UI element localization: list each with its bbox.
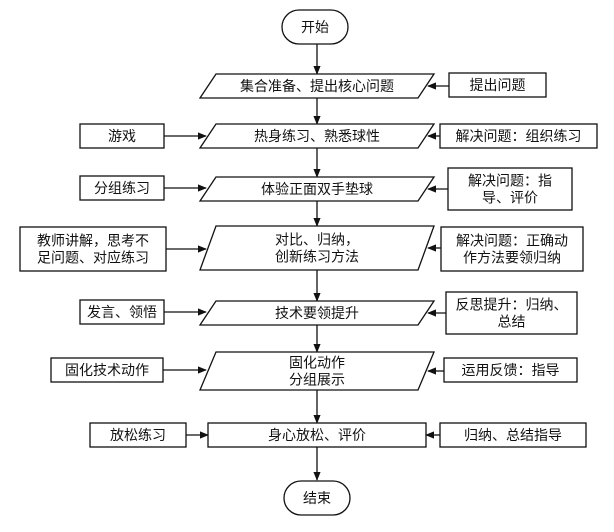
right-input-5-label-line-1: 反思提升：归纳、 [456, 297, 568, 314]
right-input-1 [448, 72, 547, 98]
right-input-4-label-line-2: 作方法要领归纳 [463, 250, 561, 267]
right-input-4 [440, 226, 584, 272]
process-step-6 [199, 351, 435, 391]
right-input-4-label-line-1: 解决问题：正确动 [456, 234, 568, 250]
process-step-4-label-line-2: 创新练习方法 [275, 250, 359, 266]
left-input-6-label: 固化技术动作 [65, 363, 149, 379]
end-label: 结束 [303, 491, 331, 507]
end-terminal [283, 480, 351, 516]
process-step-4-label-line-1: 对比、归纳， [275, 232, 359, 249]
right-input-5 [445, 291, 578, 335]
process-step-1 [198, 73, 436, 99]
right-input-3 [447, 167, 573, 211]
process-step-4 [199, 225, 435, 271]
process-step-2-label: 热身练习、熟悉球性 [254, 129, 380, 145]
start-terminal [281, 9, 349, 45]
right-input-2-label: 解决问题：组织练习 [456, 129, 582, 145]
process-step-6-label-line-1: 固化动作 [289, 356, 345, 372]
left-input-3 [79, 175, 165, 201]
right-input-1-label: 提出问题 [470, 78, 526, 94]
right-input-7-label: 归纳、总结指导 [464, 427, 562, 444]
left-input-7-label: 放松练习 [110, 428, 166, 444]
right-input-5-label-line-2: 总结 [498, 315, 526, 331]
right-input-3-label-line-1: 解决问题：指 [468, 174, 552, 190]
right-input-3-label-line-2: 导、评价 [482, 191, 538, 207]
process-step-6-label-line-2: 分组展示 [289, 373, 345, 389]
process-step-7-label: 身心放松、评价 [268, 428, 366, 444]
process-step-1-label: 集合准备、提出核心问题 [240, 78, 394, 95]
left-input-4-label-line-2: 足问题、对应练习 [37, 250, 149, 267]
start-label: 开始 [301, 20, 329, 36]
process-step-2 [198, 123, 436, 149]
left-input-7 [89, 422, 187, 448]
left-input-4-label-line-1: 教师讲解，思考不 [37, 234, 149, 250]
process-step-5-label: 技术要领提升 [275, 306, 359, 322]
right-input-6 [443, 357, 578, 383]
left-input-3-label: 分组练习 [94, 181, 150, 197]
left-input-5-label: 发言、领悟 [87, 305, 157, 321]
left-input-2-label: 游戏 [108, 129, 136, 145]
left-input-5 [79, 299, 165, 325]
process-step-3 [198, 176, 436, 202]
process-step-3-label: 体验正面双手垫球 [261, 182, 373, 198]
process-step-5 [198, 300, 436, 326]
left-input-4 [19, 226, 167, 272]
right-input-2 [439, 123, 598, 149]
right-input-7 [439, 422, 587, 448]
right-input-6-label: 运用反馈：指导 [462, 363, 560, 379]
